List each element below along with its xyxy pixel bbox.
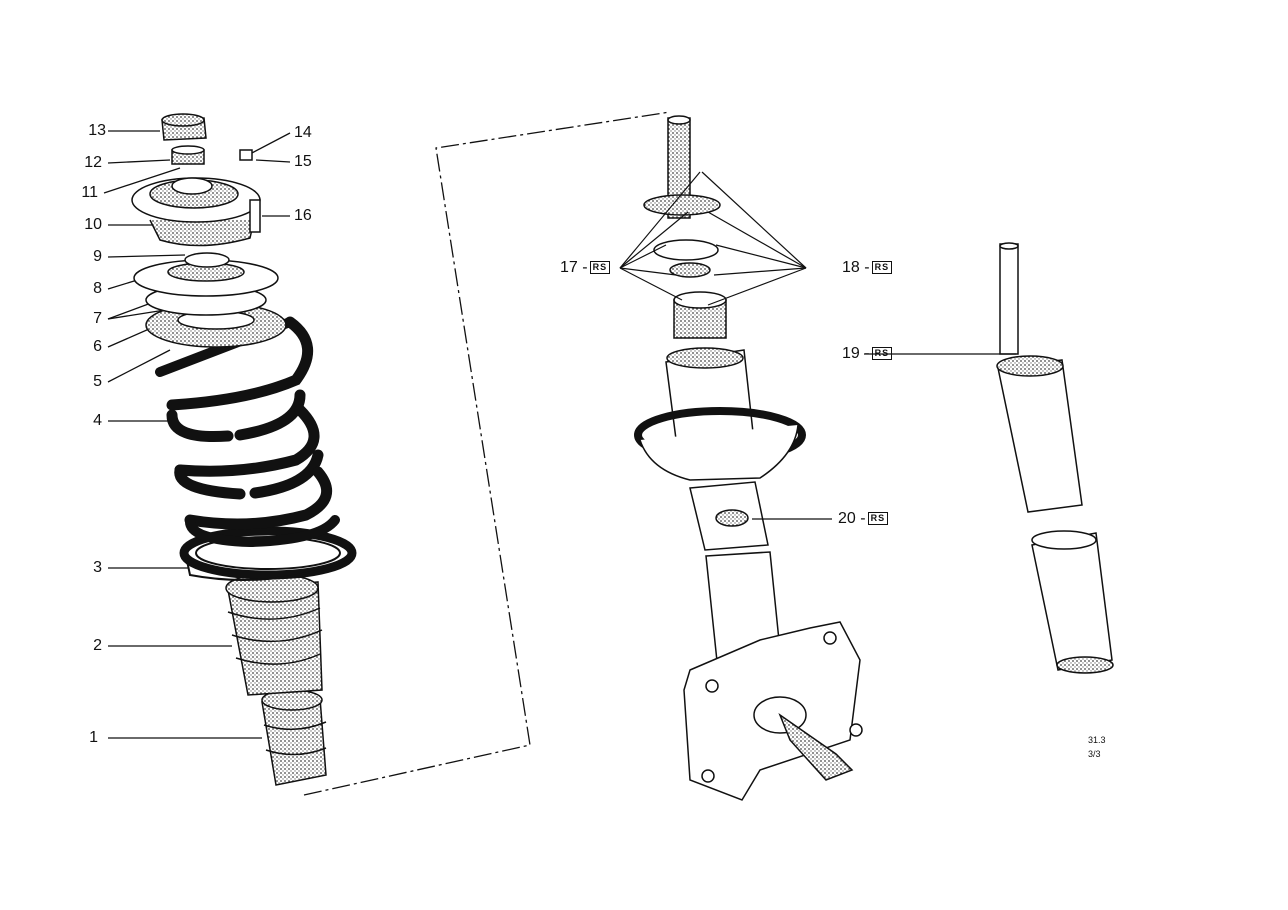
bump-stop	[261, 689, 327, 786]
callout-18-badge: RS	[871, 261, 893, 274]
callout-17: 17 -RS	[560, 259, 611, 276]
callout-17-number: 17 -	[560, 259, 588, 276]
callout-8: 8	[93, 280, 102, 297]
dashed-boundary	[303, 111, 671, 796]
coil-spring	[155, 316, 340, 548]
upper-seat-stack	[133, 219, 287, 348]
callout-20-number: 20 -	[838, 510, 866, 527]
callout-19-number: 19 -	[842, 345, 870, 362]
callout-3: 3	[93, 559, 102, 576]
top-mount	[131, 113, 261, 233]
callout-10: 10	[84, 216, 102, 233]
callout-5: 5	[93, 373, 102, 390]
callout-19: 19 -RS	[842, 345, 893, 362]
callout-15: 15	[294, 153, 312, 170]
callout-18: 18 -RS	[842, 259, 893, 276]
callout-16: 16	[294, 207, 312, 224]
callout-17-badge: RS	[589, 261, 611, 274]
callout-13: 13	[88, 122, 106, 139]
sheet-page: 3/3	[1088, 749, 1101, 759]
callout-2: 2	[93, 637, 102, 654]
callout-11: 11	[81, 184, 98, 201]
callout-6: 6	[93, 338, 102, 355]
callout-1: 1	[89, 729, 98, 746]
callout-7: 7	[93, 310, 102, 327]
dust-boot	[225, 573, 323, 696]
leader-lines-center	[619, 171, 832, 520]
callout-4: 4	[93, 412, 102, 429]
callout-18-number: 18 -	[842, 259, 870, 276]
callout-20-badge: RS	[867, 512, 889, 525]
callout-12: 12	[84, 154, 102, 171]
callout-14: 14	[294, 124, 312, 141]
strut-housing	[634, 115, 863, 801]
callout-19-badge: RS	[871, 347, 893, 360]
sheet-code: 31.3	[1088, 735, 1106, 745]
callout-9: 9	[93, 248, 102, 265]
callout-20: 20 -RS	[838, 510, 889, 527]
shock-absorber-insert	[996, 242, 1114, 674]
